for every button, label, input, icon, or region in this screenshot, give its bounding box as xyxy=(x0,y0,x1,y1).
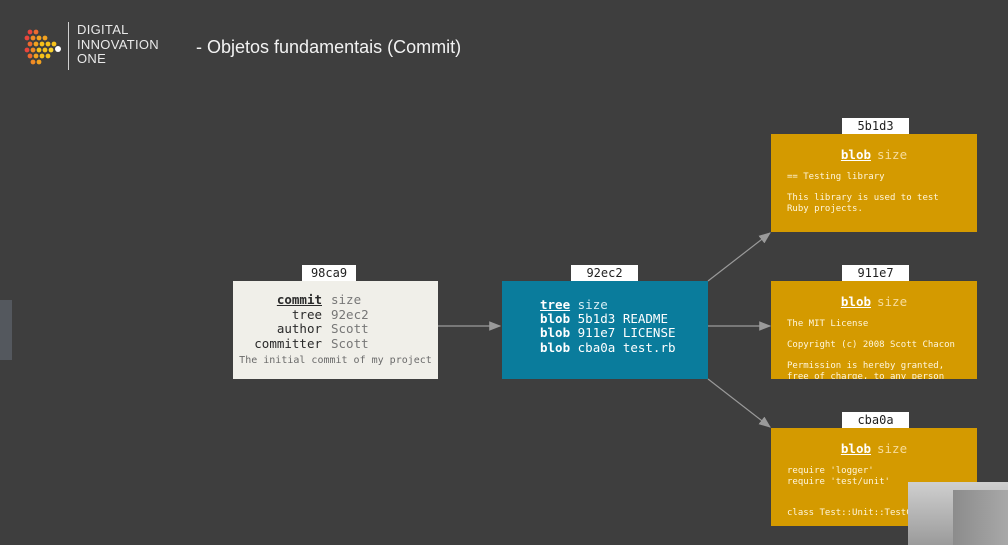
slide-title: - Objetos fundamentais (Commit) xyxy=(196,37,462,57)
blob-size: size xyxy=(877,147,908,162)
blob-hash-label: 911e7 xyxy=(842,265,909,282)
commit-field-row: author Scott xyxy=(233,321,438,337)
commit-field-row: commit size xyxy=(233,292,438,308)
commit-field-key: tree xyxy=(291,306,322,322)
tree-entry-name: LICENSE xyxy=(622,325,676,341)
blob-object: blob size The MIT License Copyright (c) 2… xyxy=(771,281,977,379)
commit-field-value: Scott xyxy=(331,321,369,336)
tree-size: size xyxy=(577,297,608,312)
tree-entry-type: blob xyxy=(540,339,571,355)
brand-line: ONE xyxy=(77,51,107,66)
brand-divider xyxy=(68,22,69,70)
blob-header: blob size xyxy=(771,441,977,456)
webcam-overlay xyxy=(908,482,1008,545)
tree-entry-name: test.rb xyxy=(622,339,676,355)
tree-entry-type: blob xyxy=(540,325,571,341)
arrow-tree-to-blob-5b1d3 xyxy=(707,232,771,282)
tree-keyword: tree xyxy=(540,297,571,312)
blob-header: blob size xyxy=(771,294,977,309)
blob-content: require 'logger' require 'test/unit' cla… xyxy=(787,466,928,518)
tree-entry-type: blob xyxy=(540,311,571,327)
blob-keyword: blob xyxy=(840,294,871,309)
commit-field-key: author xyxy=(276,321,322,336)
commit-field-row: tree 92ec2 xyxy=(233,306,438,323)
commit-field-row: committer Scott xyxy=(233,335,438,352)
commit-field-value: 92ec2 xyxy=(331,306,369,322)
commit-field-value: Scott xyxy=(331,335,369,351)
blob-object: blob size == Testing library This library… xyxy=(771,134,977,232)
blob-keyword: blob xyxy=(840,441,871,456)
commit-field-key: commit xyxy=(276,292,322,307)
blob-size: size xyxy=(877,441,908,456)
blob-content: == Testing library This library is used … xyxy=(787,172,939,214)
brand-line: INNOVATION xyxy=(77,36,159,52)
commit-hash-label: 98ca9 xyxy=(302,265,356,282)
tree-hash-label: 92ec2 xyxy=(571,265,638,282)
commit-object: commit size tree 92ec2 author Scott comm… xyxy=(233,281,438,379)
tree-entry: blob 911e7 LICENSE xyxy=(540,326,708,340)
blob-content: The MIT License Copyright (c) 2008 Scott… xyxy=(787,319,955,379)
blob-keyword: blob xyxy=(840,147,871,162)
dio-logo-icon xyxy=(24,29,61,65)
tree-entry: blob cba0a test.rb xyxy=(540,339,708,355)
tree-entry-hash: 5b1d3 xyxy=(577,311,616,327)
commit-field-key: committer xyxy=(254,335,322,351)
commit-field-value: size xyxy=(331,292,362,307)
brand-line: DIGITAL xyxy=(77,22,129,37)
tree-entry-hash: cba0a xyxy=(577,339,616,355)
arrow-tree-to-blob-cba0a xyxy=(707,378,771,428)
side-tab xyxy=(0,300,12,360)
tree-entry-name: README xyxy=(622,311,668,327)
tree-header-row: tree size xyxy=(540,297,708,312)
tree-entry: blob 5b1d3 README xyxy=(540,312,708,326)
tree-entry-hash: 911e7 xyxy=(577,325,616,341)
tree-object: tree size blob 5b1d3 README blob 911e7 L… xyxy=(502,281,708,379)
blob-hash-label: 5b1d3 xyxy=(842,118,909,135)
webcam-background xyxy=(953,490,1008,545)
blob-hash-label: cba0a xyxy=(842,412,909,429)
commit-message: The initial commit of my project xyxy=(239,355,432,366)
blob-header: blob size xyxy=(771,147,977,162)
blob-size: size xyxy=(877,294,908,309)
brand-wordmark: DIGITAL INNOVATION ONE xyxy=(77,22,159,67)
